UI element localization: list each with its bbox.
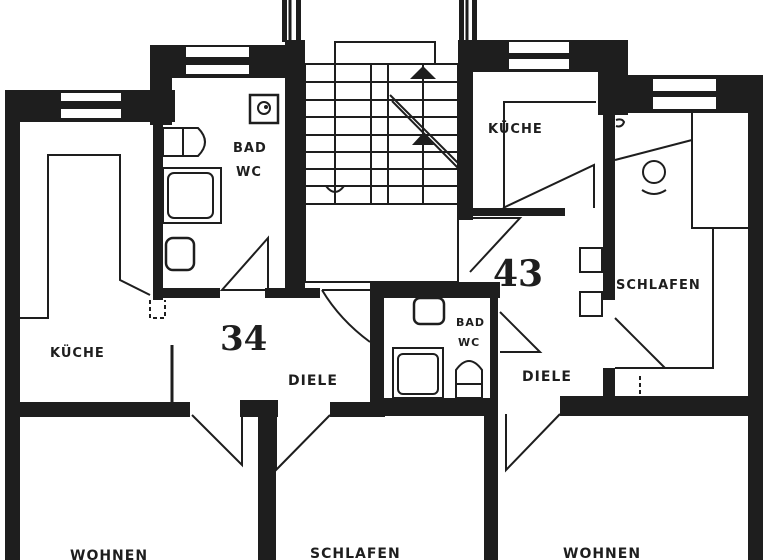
top-duct-right [459, 0, 477, 42]
bedroom-right-fixtures [614, 113, 750, 396]
door-swings-left [191, 414, 331, 473]
bath-left-fixtures [162, 93, 280, 291]
room-label-bedroom-43: SCHLAFEN [616, 278, 701, 293]
room-label-living-43: WOHNEN [563, 546, 641, 560]
room-label-bath-34-line1: BAD [233, 141, 267, 156]
room-label-bath-43-line2: WC [458, 336, 480, 349]
room-label-bath-43-line1: BAD [456, 316, 485, 329]
room-label-bedroom-34: SCHLAFEN [310, 546, 401, 560]
apartment-number-34: 34 [220, 319, 267, 359]
stairwell [304, 41, 459, 283]
room-label-bath-34-line2: WC [236, 165, 262, 180]
room-label-kitchen-34: KÜCHE [50, 345, 105, 361]
apartment-number-43: 43 [493, 253, 543, 295]
walls [5, 40, 763, 560]
top-duct-left [282, 0, 301, 42]
room-label-kitchen-43: KÜCHE [488, 121, 543, 137]
kitchen-left-counter [20, 154, 174, 405]
room-label-living-34: WOHNEN [70, 548, 148, 560]
bath-right-fixtures [392, 296, 543, 399]
windows [59, 40, 718, 120]
room-label-hall-43: DIELE [522, 369, 572, 385]
room-label-hall-34: DIELE [288, 373, 338, 389]
kitchen-right-fixtures [502, 101, 596, 209]
